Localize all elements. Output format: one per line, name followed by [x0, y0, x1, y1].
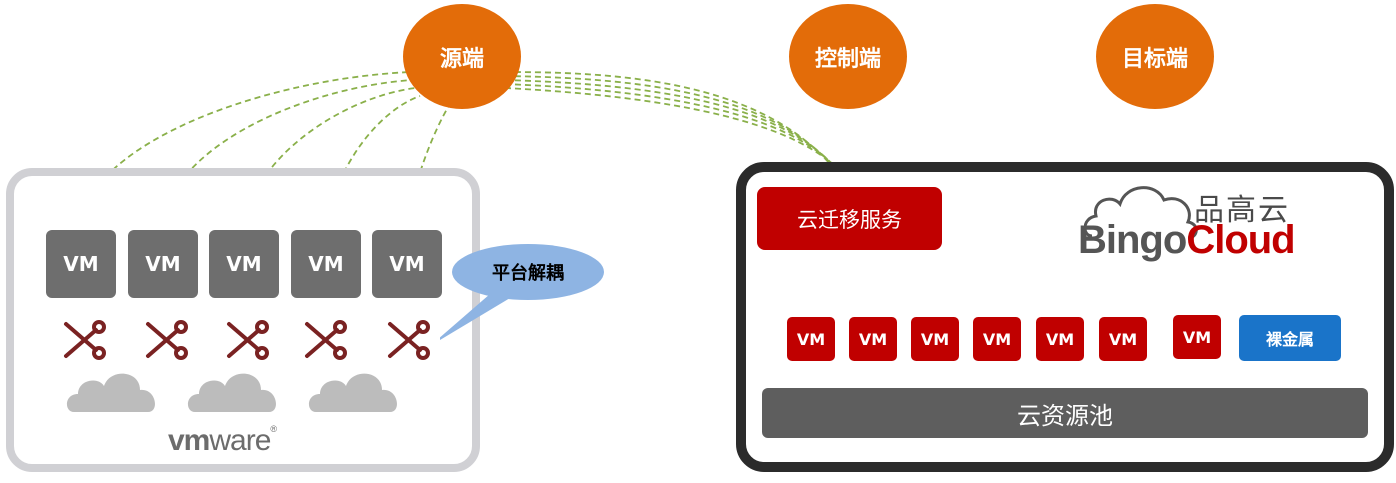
vm-label: VM	[389, 252, 425, 276]
source-vm-2: VM	[128, 230, 198, 298]
target-vm-5: VM	[1036, 317, 1084, 361]
cloud-icon	[66, 373, 155, 412]
brand-bingo: Bingo	[1078, 218, 1187, 262]
vm-label: VM	[858, 329, 888, 349]
target-vm-2: VM	[849, 317, 897, 361]
vmware-logo-ware: ware	[209, 424, 271, 457]
scissors-icon	[305, 320, 347, 360]
decouple-label: 平台解耦	[492, 263, 564, 284]
bare-metal-box: 裸金属	[1239, 315, 1341, 361]
target-vm-1: VM	[787, 317, 835, 361]
vm-label: VM	[1182, 327, 1212, 347]
vmware-logo: vmware®	[168, 424, 277, 458]
vmware-logo-vm: vm	[168, 424, 210, 457]
target-vm-7: VM	[1173, 315, 1221, 359]
scissors-icon	[388, 320, 430, 360]
source-platform-box	[6, 168, 480, 472]
migration-service-label: 云迁移服务	[797, 207, 902, 232]
vm-label: VM	[920, 329, 950, 349]
migration-service-box: 云迁移服务	[757, 187, 942, 250]
source-vm-1: VM	[46, 230, 116, 298]
resource-pool-bar: 云资源池	[762, 388, 1368, 438]
source-vm-4: VM	[291, 230, 361, 298]
vm-label: VM	[308, 252, 344, 276]
scissors-icon	[146, 320, 188, 360]
vm-label: VM	[226, 252, 262, 276]
target-vm-3: VM	[911, 317, 959, 361]
control-stage-node: 控制端	[789, 4, 907, 109]
source-stage-node: 源端	[403, 4, 521, 109]
cloud-icon	[187, 373, 276, 412]
vm-label: VM	[63, 252, 99, 276]
scissors-icon	[64, 320, 106, 360]
cloud-icon	[308, 373, 397, 412]
bare-metal-label: 裸金属	[1265, 330, 1314, 349]
target-stage-label: 目标端	[1121, 46, 1188, 72]
source-stage-label: 源端	[439, 46, 484, 72]
source-vm-5: VM	[372, 230, 442, 298]
decouple-callout	[440, 244, 604, 340]
brand-cloud: Cloud	[1186, 218, 1295, 262]
target-stage-node: 目标端	[1096, 4, 1214, 109]
resource-pool-label: 云资源池	[1017, 401, 1113, 430]
vm-label: VM	[1108, 329, 1138, 349]
control-stage-label: 控制端	[814, 46, 881, 72]
vm-label: VM	[982, 329, 1012, 349]
target-vm-4: VM	[973, 317, 1021, 361]
target-vm-6: VM	[1099, 317, 1147, 361]
vmware-logo-mark: ®	[270, 424, 277, 434]
vm-label: VM	[796, 329, 826, 349]
brand-english-name: BingoCloud	[1078, 218, 1296, 263]
brand-chinese-name: 品高云	[1194, 193, 1290, 228]
bingocloud-cloud-icon	[1084, 186, 1198, 240]
scissors-icon	[227, 320, 269, 360]
source-vm-3: VM	[209, 230, 279, 298]
vm-label: VM	[145, 252, 181, 276]
vm-label: VM	[1045, 329, 1075, 349]
